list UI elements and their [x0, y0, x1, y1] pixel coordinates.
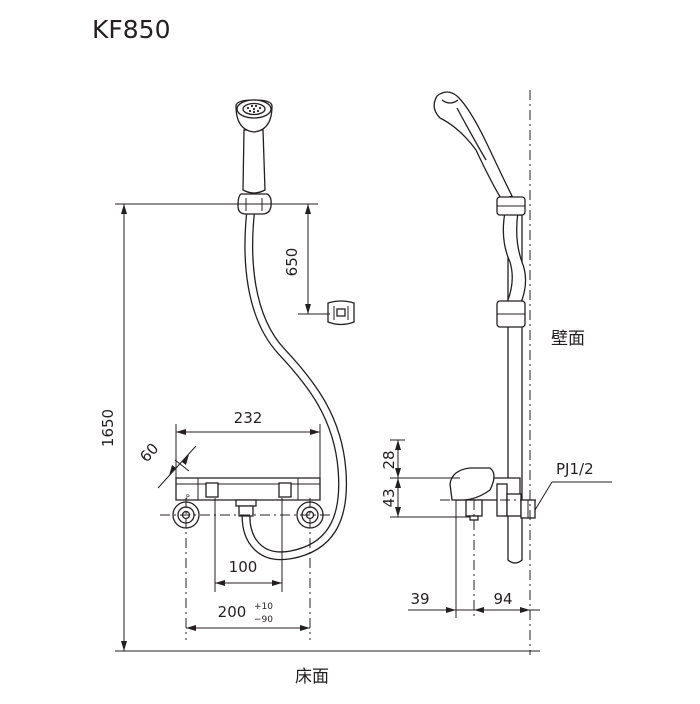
dim-200: 200 — [218, 603, 247, 621]
shower-head-front — [235, 99, 273, 194]
dim-200-tol-minus: −90 — [254, 615, 273, 625]
side-view — [433, 90, 540, 655]
dim-28: 28 — [380, 450, 398, 469]
wall-label: 壁面 — [551, 329, 585, 349]
svg-text:P: P — [186, 494, 190, 501]
dim-39: 39 — [410, 590, 429, 608]
dim-60: 60 — [136, 440, 162, 466]
dim-1650: 1650 — [99, 409, 117, 447]
dimension-labels: 1650 650 232 60 100 200 +10 −90 28 43 39… — [99, 248, 513, 625]
dim-650: 650 — [283, 248, 301, 277]
dimension-lines — [115, 203, 612, 652]
model-title: KF850 — [92, 15, 171, 44]
pipe-thread-label: PJ1/2 — [556, 460, 594, 478]
dim-94: 94 — [493, 590, 512, 608]
dim-100: 100 — [229, 558, 258, 576]
slide-holder-front — [327, 300, 355, 326]
shower-head-side — [433, 91, 513, 201]
dim-232: 232 — [234, 409, 263, 427]
floor-label: 床面 — [295, 667, 329, 687]
dim-200-tol-plus: +10 — [254, 602, 273, 612]
dim-43: 43 — [380, 488, 398, 507]
front-view: P — [160, 99, 355, 640]
